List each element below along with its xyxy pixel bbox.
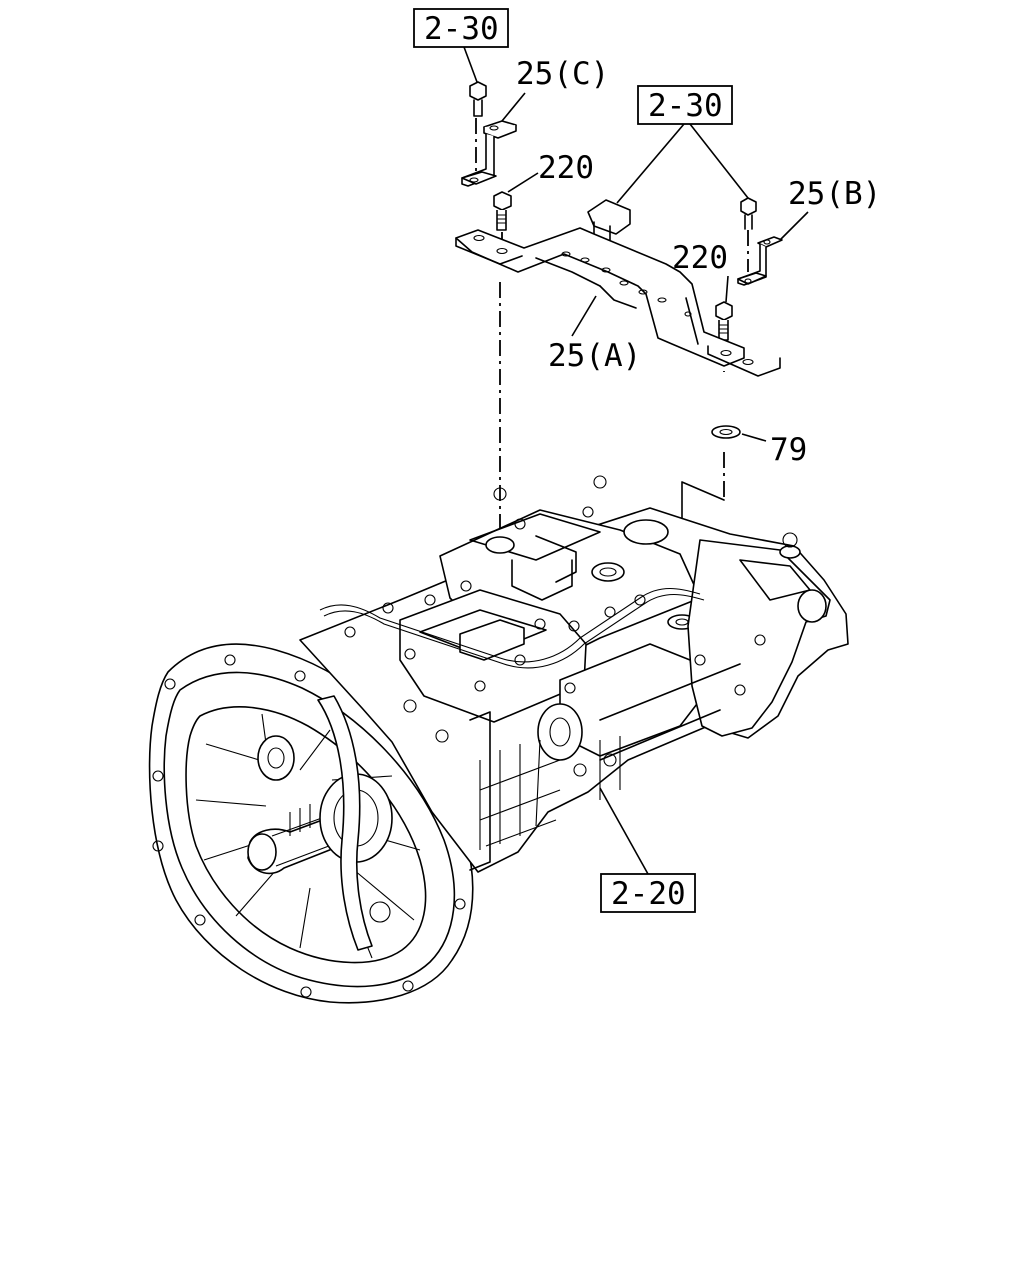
washer-79	[711, 425, 741, 439]
bolt-220-right	[715, 301, 733, 341]
callout-220-right[interactable]: 220	[672, 240, 728, 276]
reference-box-top-left[interactable]: 2-30	[413, 8, 509, 48]
bolt-220-left	[493, 191, 512, 231]
transmission-assembly	[148, 475, 849, 1004]
reference-box-bottom[interactable]: 2-20	[600, 873, 696, 913]
reference-label-top-right: 2-30	[648, 88, 723, 124]
reference-label-bottom: 2-20	[611, 876, 686, 912]
callout-25b[interactable]: 25(B)	[788, 176, 881, 212]
callout-25a[interactable]: 25(A)	[548, 338, 641, 374]
callout-25c[interactable]: 25(C)	[516, 56, 609, 92]
bolt-top-right	[740, 197, 757, 230]
reference-box-top-right[interactable]: 2-30	[637, 85, 733, 125]
bracket-25b	[737, 236, 783, 286]
bracket-25a	[455, 227, 781, 377]
bolt-top-left	[469, 81, 487, 117]
bracket-25c	[461, 120, 517, 187]
reference-label-top-left: 2-30	[424, 11, 499, 47]
callout-220-left[interactable]: 220	[538, 150, 594, 186]
callout-79[interactable]: 79	[770, 432, 807, 468]
